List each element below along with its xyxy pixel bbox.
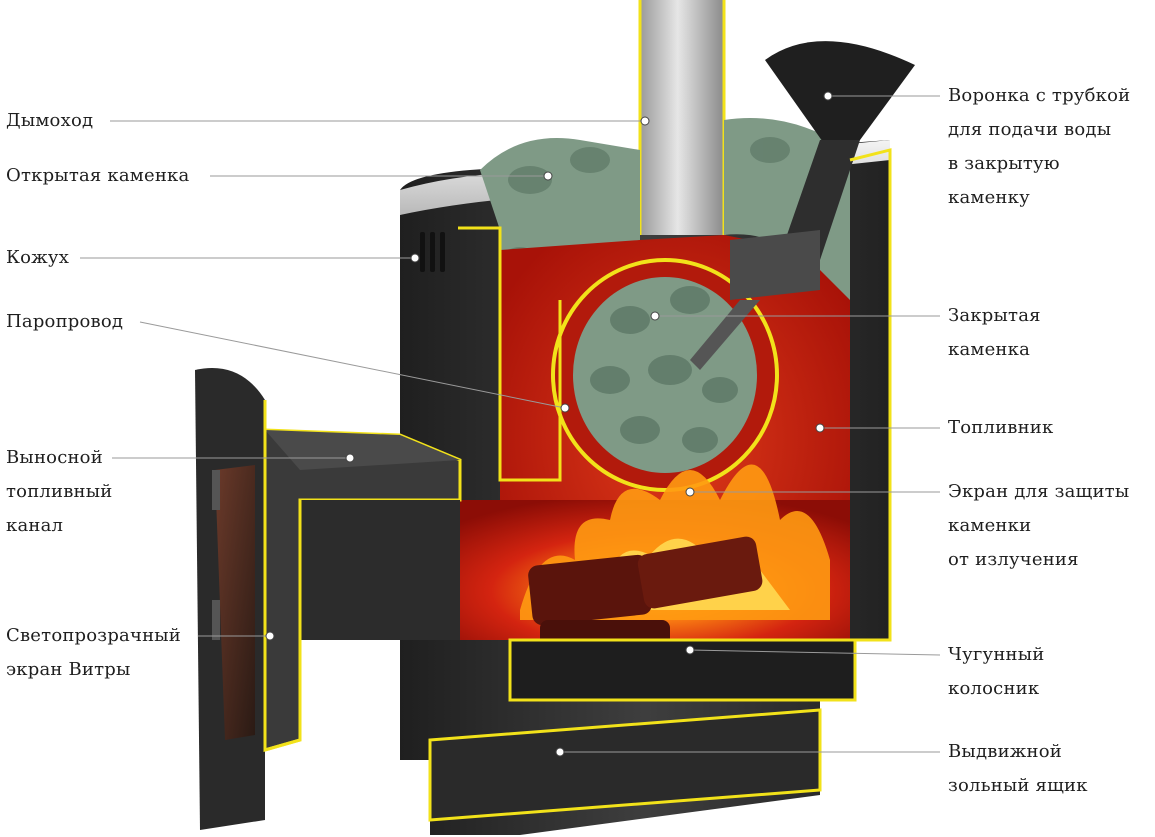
label-water-funnel: Воронка с трубкой для подачи воды в закр… — [948, 85, 1131, 208]
dot-firebox — [815, 423, 825, 433]
dot-heater-screen — [685, 487, 695, 497]
chimney-pipe — [638, 0, 726, 235]
dot-grate — [685, 645, 695, 655]
dot-chimney — [640, 116, 650, 126]
dot-glass-screen — [265, 631, 275, 641]
label-casing: Кожух — [6, 247, 70, 268]
section-outline — [263, 148, 892, 752]
leader-grate — [689, 649, 941, 656]
dot-casing — [410, 253, 420, 263]
dot-funnel — [823, 91, 833, 101]
leader-dots — [265, 91, 833, 757]
casing-vent-slots — [420, 232, 445, 272]
leader-lines — [80, 95, 941, 753]
dot-ash-drawer — [555, 747, 565, 757]
label-steam-pipe: Паропровод — [6, 311, 124, 332]
water-funnel — [690, 41, 915, 370]
dot-steam-pipe — [560, 403, 570, 413]
label-open-heater: Открытая каменка — [6, 165, 190, 186]
remote-fuel-channel — [263, 428, 462, 752]
door-glass-screen — [195, 368, 265, 830]
label-closed-heater: Закрытая каменка — [948, 305, 1041, 360]
grate-and-ashbox — [428, 638, 857, 822]
label-chimney: Дымоход — [6, 110, 94, 131]
dot-open-heater — [543, 171, 553, 181]
dot-closed-heater — [650, 311, 660, 321]
label-remote-fuel-channel: Выносной топливный канал — [6, 447, 113, 536]
label-glass-screen: Светопрозрачный экран Витры — [6, 625, 182, 680]
label-firebox: Топливник — [948, 417, 1054, 438]
leader-steam-pipe — [139, 321, 566, 409]
label-heater-screen: Экран для защиты каменки от излучения — [948, 481, 1130, 570]
label-grate: Чугунный колосник — [948, 644, 1045, 699]
label-ash-drawer: Выдвижной зольный ящик — [948, 741, 1088, 796]
dot-remote-channel — [345, 453, 355, 463]
closed-heater — [551, 258, 779, 492]
